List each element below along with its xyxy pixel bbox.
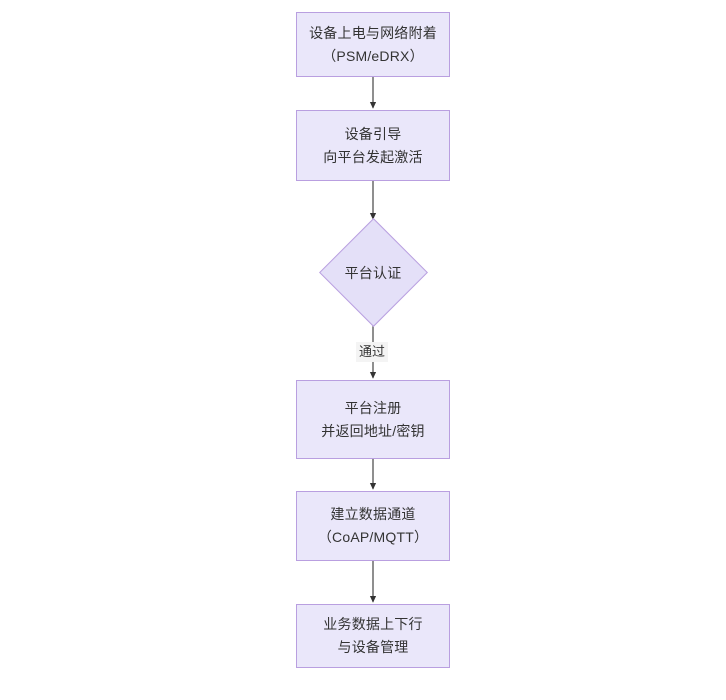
node-bootstrap-line-1: 设备引导 xyxy=(344,125,402,142)
node-platform-register-line-1: 平台注册 xyxy=(344,399,402,416)
node-data-channel-line-1: 建立数据通道 xyxy=(330,506,416,522)
node-power-on[interactable]: 设备上电与网络附着 （PSM/eDRX） xyxy=(296,12,450,77)
node-platform-register[interactable]: 平台注册 并返回地址/密钥 xyxy=(296,380,450,459)
node-power-on-line-2: （PSM/eDRX） xyxy=(322,47,424,64)
edge-label-pass: 通过 xyxy=(356,342,389,362)
node-business-data-line-1: 业务数据上下行 xyxy=(323,616,423,632)
node-data-channel[interactable]: 建立数据通道 （CoAP/MQTT） xyxy=(296,491,450,561)
node-bootstrap-line-2: 向平台发起激活 xyxy=(323,148,423,165)
node-bootstrap[interactable]: 设备引导 向平台发起激活 xyxy=(296,110,450,181)
node-business-data[interactable]: 业务数据上下行 与设备管理 xyxy=(296,604,450,668)
node-business-data-line-2: 与设备管理 xyxy=(337,639,409,655)
node-power-on-line-1: 设备上电与网络附着 xyxy=(309,24,437,41)
node-platform-register-line-2: 并返回地址/密钥 xyxy=(321,422,425,439)
node-platform-auth-label: 平台认证 xyxy=(344,264,402,281)
node-data-channel-line-2: （CoAP/MQTT） xyxy=(317,529,429,545)
node-platform-auth[interactable]: 平台认证 xyxy=(318,218,428,327)
